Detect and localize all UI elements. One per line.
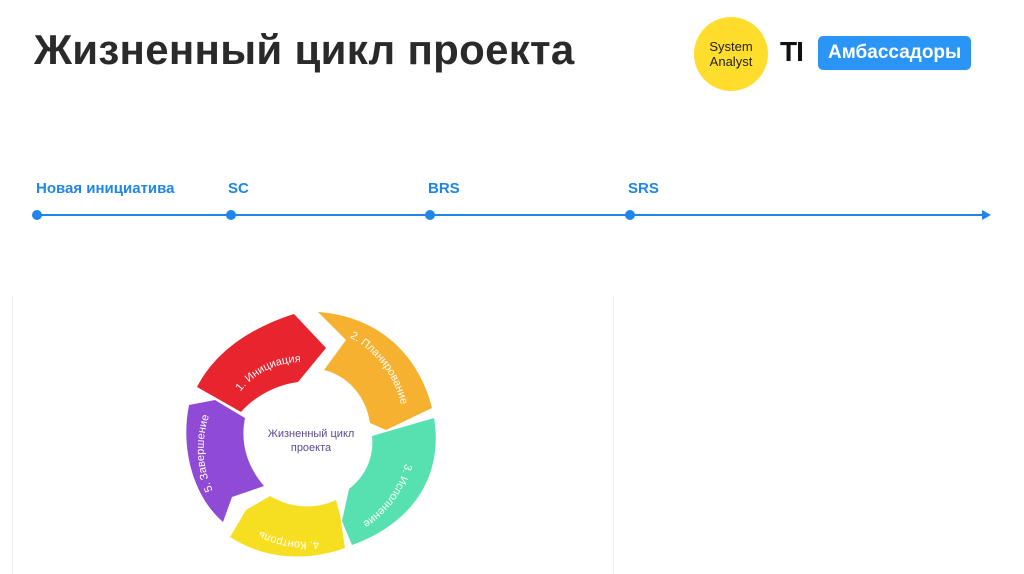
timeline-label-initiative: Новая инициатива bbox=[36, 180, 175, 197]
cycle-image-frame bbox=[12, 296, 614, 574]
timeline-arrowhead bbox=[982, 210, 991, 220]
system-analyst-logo: System Analyst bbox=[694, 17, 768, 91]
tinkoff-logo-mark: TI bbox=[780, 36, 804, 67]
logo-line-1: System bbox=[709, 39, 753, 54]
timeline-label-sc: SC bbox=[228, 180, 249, 197]
timeline-dot-initiative bbox=[32, 210, 42, 220]
timeline-label-brs: BRS bbox=[428, 180, 460, 197]
timeline-dot-brs bbox=[425, 210, 435, 220]
timeline-dot-srs bbox=[625, 210, 635, 220]
segment-execution bbox=[342, 418, 436, 545]
timeline-label-srs: SRS bbox=[628, 180, 659, 197]
segment-completion bbox=[186, 400, 264, 522]
timeline-dot-sc bbox=[226, 210, 236, 220]
segment-planning bbox=[318, 312, 432, 430]
cycle-center-line-1: Жизненный цикл bbox=[268, 428, 355, 440]
segment-control bbox=[230, 496, 345, 557]
segment-initiation bbox=[197, 314, 326, 412]
cycle-center-line-2: проекта bbox=[291, 442, 332, 454]
logo-line-2: Analyst bbox=[709, 54, 753, 69]
page-title: Жизненный цикл проекта bbox=[34, 26, 575, 73]
ambassadors-badge: Амбассадоры bbox=[818, 36, 972, 70]
